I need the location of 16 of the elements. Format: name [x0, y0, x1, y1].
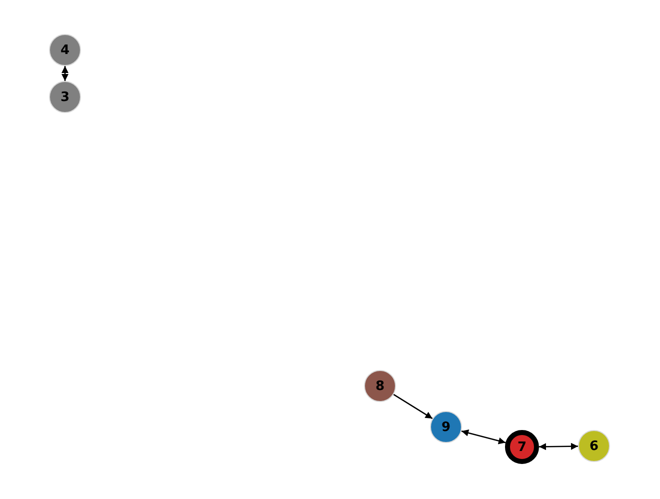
arrow	[539, 442, 578, 450]
node-label: 9	[441, 420, 451, 434]
arrow	[393, 394, 433, 420]
node-circle	[364, 370, 396, 402]
node-circle	[578, 430, 610, 462]
node-label: 4	[60, 44, 70, 56]
arrow	[461, 429, 506, 444]
node-label: 6	[589, 440, 599, 452]
node-circle	[49, 34, 81, 66]
node-circle	[505, 430, 539, 464]
node-circle	[430, 411, 462, 443]
node-label: 3	[60, 90, 70, 104]
node-label: 8	[375, 380, 385, 392]
node-label: 7	[517, 440, 527, 454]
node-circle	[49, 81, 81, 113]
arrow	[62, 66, 68, 81]
